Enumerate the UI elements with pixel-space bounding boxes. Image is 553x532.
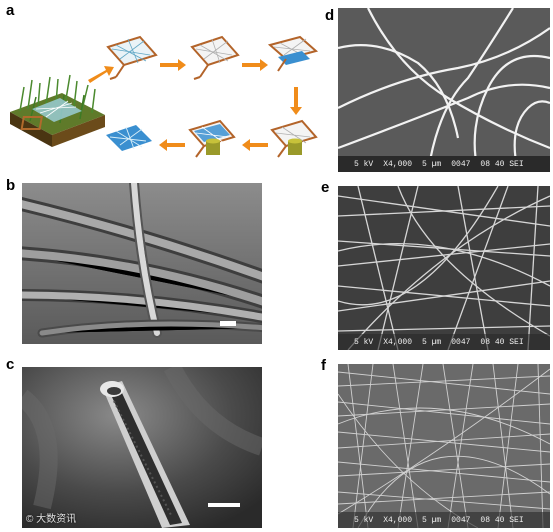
scale-text: 5 µm bbox=[422, 515, 442, 525]
frame-3 bbox=[267, 35, 319, 72]
wd-detector-text: 08 40 SEI bbox=[480, 515, 524, 525]
voltage-text: 5 kV bbox=[354, 159, 374, 169]
frame-5 bbox=[188, 119, 236, 158]
panel-label-f: f bbox=[321, 357, 326, 374]
scale-bar bbox=[208, 503, 240, 507]
sem-image-b bbox=[22, 183, 262, 344]
frame-4 bbox=[270, 119, 318, 158]
sem-databar-f: 5 kV X4,000 5 µm 0047 08 40 SEI bbox=[338, 512, 550, 528]
scale-bar bbox=[220, 321, 236, 326]
magnification-text: X4,000 bbox=[383, 159, 413, 169]
panel-label-d: d bbox=[325, 7, 335, 24]
panel-label-b: b bbox=[6, 177, 16, 194]
image-number-text: 0047 bbox=[451, 159, 471, 169]
sem-image-c: © 大数资讯 bbox=[22, 367, 262, 528]
panel-label-a: a bbox=[6, 2, 15, 19]
scale-text: 5 µm bbox=[422, 159, 442, 169]
process-arrows bbox=[88, 59, 302, 151]
sem-databar-e: 5 kV X4,000 5 µm 0047 08 40 SEI bbox=[338, 334, 550, 350]
final-film bbox=[106, 125, 152, 151]
fiber-tip bbox=[100, 381, 190, 528]
wd-detector-text: 08 40 SEI bbox=[480, 159, 524, 169]
image-number-text: 0047 bbox=[451, 337, 471, 347]
watermark: © 大数资讯 bbox=[26, 514, 77, 525]
scale-text: 5 µm bbox=[422, 337, 442, 347]
voltage-text: 5 kV bbox=[354, 337, 374, 347]
voltage-text: 5 kV bbox=[354, 515, 374, 525]
panel-label-e: e bbox=[321, 179, 330, 196]
sem-image-f: 5 kV X4,000 5 µm 0047 08 40 SEI bbox=[338, 364, 550, 528]
magnification-text: X4,000 bbox=[383, 337, 413, 347]
image-number-text: 0047 bbox=[451, 515, 471, 525]
sem-image-d: 5 kV X4,000 5 µm 0047 08 40 SEI bbox=[338, 8, 550, 172]
panel-label-c: c bbox=[6, 356, 15, 373]
schematic-panel-a bbox=[10, 25, 320, 175]
sem-image-e: 5 kV X4,000 5 µm 0047 08 40 SEI bbox=[338, 186, 550, 350]
grass-substrate bbox=[10, 74, 105, 147]
fabrication-schematic bbox=[10, 35, 319, 158]
wd-detector-text: 08 40 SEI bbox=[480, 337, 524, 347]
sem-databar-d: 5 kV X4,000 5 µm 0047 08 40 SEI bbox=[338, 156, 550, 172]
frame-1 bbox=[106, 35, 158, 80]
frame-2 bbox=[190, 35, 240, 80]
magnification-text: X4,000 bbox=[383, 515, 413, 525]
